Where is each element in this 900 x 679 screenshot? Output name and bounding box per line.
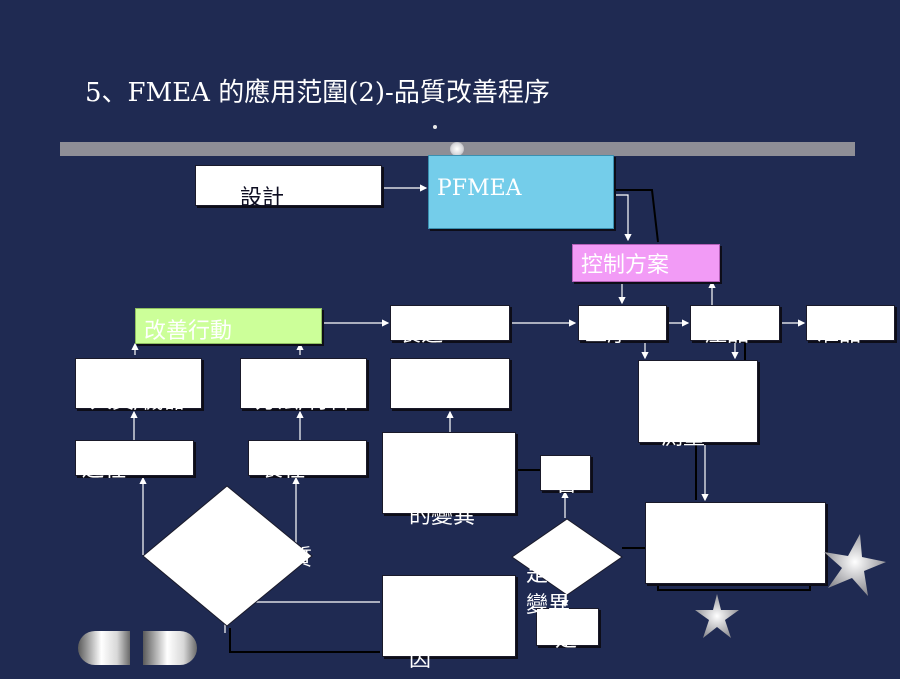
variation-box: 共同/特殊的變異 xyxy=(382,432,516,529)
product-box: 產品 xyxy=(690,305,780,346)
small-bottom-label: 是 xyxy=(555,627,578,652)
divider-glow xyxy=(450,142,464,156)
control-plan-label: 控制方案 xyxy=(581,253,670,278)
design-box: 設計 xyxy=(195,165,382,210)
method-label: 方法/材料 xyxy=(255,389,351,414)
process-label: 工序 xyxy=(585,322,630,347)
system-label: 改善系統 xyxy=(407,387,496,412)
next-slide-button[interactable] xyxy=(143,631,197,665)
mid-bottom-label: 製程 xyxy=(261,457,306,482)
people-label: 人員/機器 xyxy=(90,389,186,414)
statistics-label: 統計方法 xyxy=(692,531,781,556)
statistics-box: 統計方法 xyxy=(645,502,826,584)
left-bottom-label: 過程 xyxy=(82,457,127,482)
previous-slide-button[interactable] xyxy=(78,631,130,665)
implement-box: 製造 xyxy=(390,305,510,346)
star-icon-small xyxy=(695,594,739,638)
control-plan-box: 控制方案 xyxy=(572,244,720,282)
cause-label: 特殊的原因 xyxy=(409,610,498,673)
decision-mid-label: 是否變異 xyxy=(525,562,570,618)
implement-label: 製造 xyxy=(399,322,444,347)
decision-left-label: 是否為品質 xyxy=(201,546,312,571)
small-right-box: 管 xyxy=(540,455,591,496)
cause-box: 特殊的原因 xyxy=(382,575,516,672)
page-title: 5、FMEA 的應用范圍(2)-品質改善程序 xyxy=(85,78,550,108)
improve-action-label: 改善行動 xyxy=(144,319,233,344)
decision-diamond-mid xyxy=(511,518,623,596)
measure-label: 測量 xyxy=(661,425,706,450)
decorative-dot xyxy=(433,125,437,129)
product-label: 產品 xyxy=(705,322,750,347)
mid-bottom-box: 製程 xyxy=(248,440,367,481)
small-bottom-box: 是 xyxy=(536,608,599,651)
left-bottom-box: 過程 xyxy=(75,440,194,481)
process-box: 工序 xyxy=(578,305,667,346)
design-label: 設計 xyxy=(240,186,285,211)
people-box: 人員/機器 xyxy=(75,358,202,413)
star-icon xyxy=(824,534,886,596)
pfmea-box: PFMEA xyxy=(428,155,614,229)
method-box: 方法/材料 xyxy=(240,358,367,413)
small-right-label: 管 xyxy=(555,472,578,497)
decision-diamond-left xyxy=(142,485,313,627)
pfmea-label: PFMEA xyxy=(437,176,522,201)
improve-action-box: 改善行動 xyxy=(135,308,322,344)
system-box: 改善系統 xyxy=(390,358,510,412)
customer-label: 准品 xyxy=(817,322,862,347)
customer-box: 准品 xyxy=(806,305,895,346)
variation-label: 共同/特殊的變異 xyxy=(409,467,505,530)
measure-box: 測量 xyxy=(638,360,758,449)
